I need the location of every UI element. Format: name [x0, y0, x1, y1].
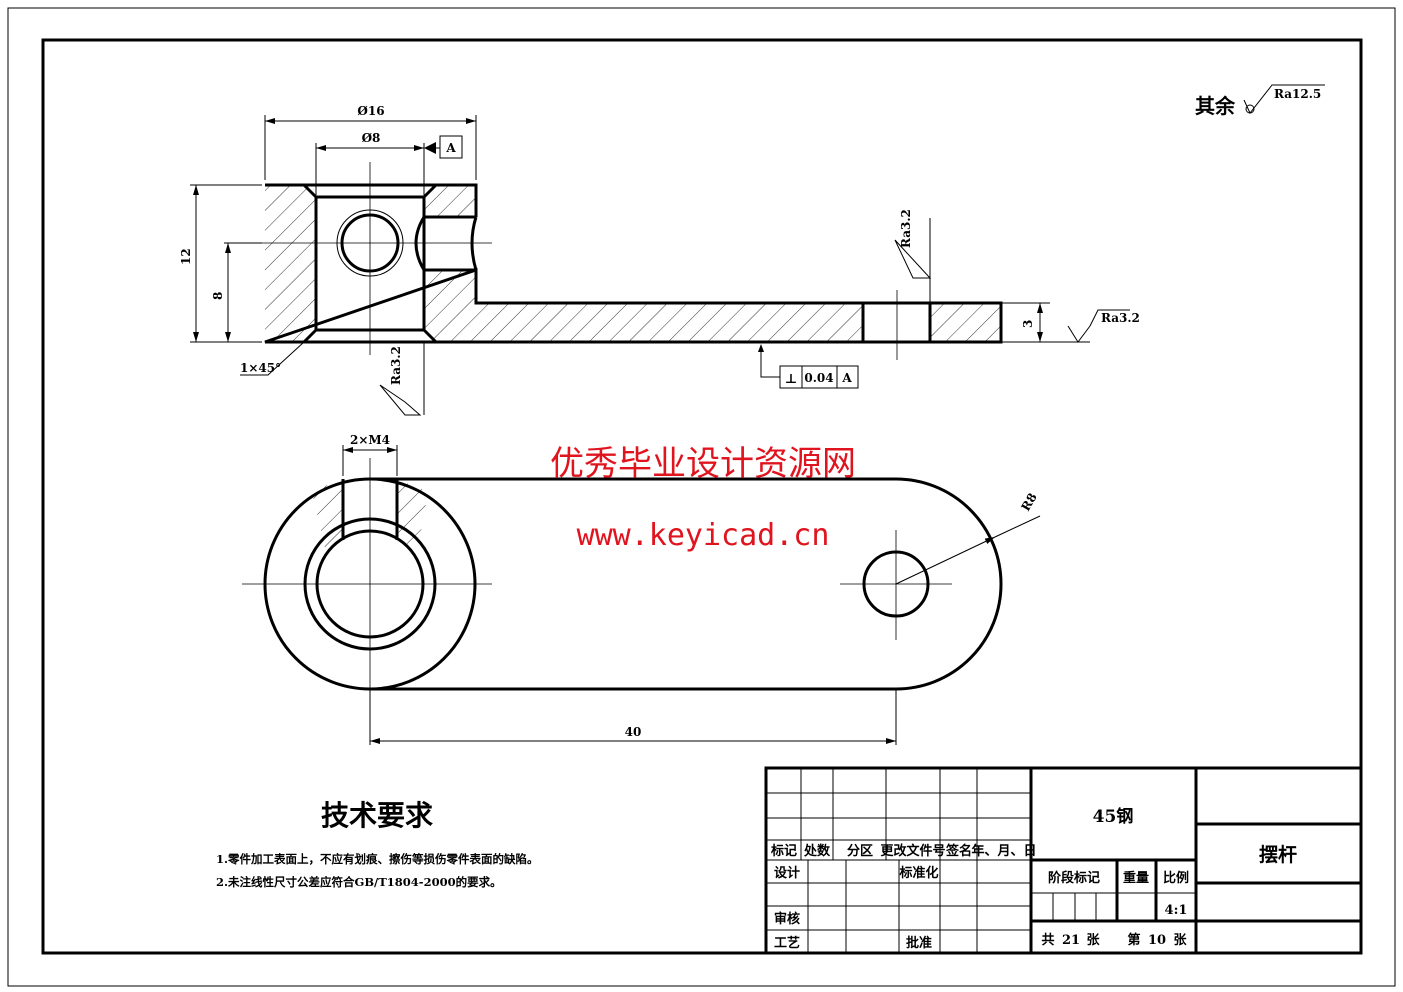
- total-prefix: 共: [1041, 932, 1054, 948]
- general-roughness-value: Ra12.5: [1274, 87, 1321, 101]
- header-zone: 分区: [847, 843, 873, 859]
- top-view: 2×M4 R8 40: [242, 433, 1041, 745]
- roughness-bore: Ra3.2: [389, 346, 403, 385]
- header-signature: 签名: [945, 843, 972, 859]
- chamfer-label: 1×45°: [240, 361, 281, 375]
- dim-height: 12: [179, 248, 193, 265]
- technical-requirements: 技术要求 1.零件加工表面上，不应有划痕、擦伤等损伤零件表面的缺陷。 2.未注线…: [216, 799, 539, 889]
- review-label: 审核: [774, 911, 800, 927]
- geometric-tolerance-frame: [779, 365, 859, 389]
- general-roughness: 其余 Ra12.5: [1195, 84, 1325, 118]
- process-label: 工艺: [774, 935, 800, 951]
- sheet-unit: 张: [1086, 933, 1100, 948]
- dim-arm-thickness: 3: [1021, 320, 1035, 328]
- total-sheets: 21: [1062, 933, 1080, 948]
- sheet-prefix: 第: [1127, 932, 1140, 948]
- radius-label: R8: [1018, 491, 1039, 514]
- watermark-url: www.keyicad.cn: [577, 518, 830, 553]
- header-count: 处数: [803, 843, 831, 859]
- part-name: 摆杆: [1259, 843, 1297, 866]
- standardization-label: 标准化: [898, 865, 938, 881]
- header-mark: 标记: [770, 843, 797, 859]
- watermark-title: 优秀毕业设计资源网: [550, 444, 856, 484]
- sheet-unit: 张: [1173, 933, 1187, 948]
- weight-label: 重量: [1123, 870, 1149, 886]
- tech-requirement-item: 1.零件加工表面上，不应有划痕、擦伤等损伤零件表面的缺陷。: [216, 852, 539, 866]
- general-roughness-prefix: 其余: [1195, 94, 1236, 118]
- tolerance-value: 0.04: [804, 371, 833, 385]
- thread-label: 2×M4: [350, 433, 390, 447]
- header-change-doc: 更改文件号: [880, 843, 945, 859]
- design-label: 设计: [774, 865, 800, 881]
- approve-label: 批准: [906, 935, 932, 951]
- scale-value: 4:1: [1165, 903, 1188, 918]
- dim-hole-pos: 8: [211, 292, 225, 300]
- sheet-number: 10: [1148, 933, 1166, 948]
- drawing-frame: [41, 38, 1363, 955]
- tolerance-datum: A: [841, 371, 852, 385]
- sheet-border: [7, 7, 1396, 987]
- tech-requirements-title: 技术要求: [321, 799, 433, 832]
- header-date: 年、月、日: [971, 843, 1036, 859]
- dim-outer-dia: Ø16: [357, 104, 384, 118]
- dim-inner-dia: Ø8: [362, 131, 381, 145]
- title-block: 标记 处数 分区 更改文件号 签名 年、月、日 设计 标准化 审核 工艺 批准 …: [764, 766, 1363, 955]
- tech-requirement-item: 2.未注线性尺寸公差应符合GB/T1804-2000的要求。: [216, 875, 502, 889]
- center-distance-label: 40: [625, 725, 642, 739]
- front-section-view: Ø16 Ø8 A 12 8 1×45° Ra3.2 Ra3.2 3 Ra3.2 …: [179, 104, 1140, 416]
- perpendicularity-symbol: ⊥: [785, 372, 797, 387]
- datum-a-label: A: [445, 141, 456, 155]
- stage-mark-label: 阶段标记: [1048, 870, 1100, 886]
- roughness-hole: Ra3.2: [899, 209, 913, 248]
- roughness-arm: Ra3.2: [1101, 311, 1140, 325]
- scale-label: 比例: [1163, 870, 1189, 886]
- material: 45钢: [1093, 806, 1134, 827]
